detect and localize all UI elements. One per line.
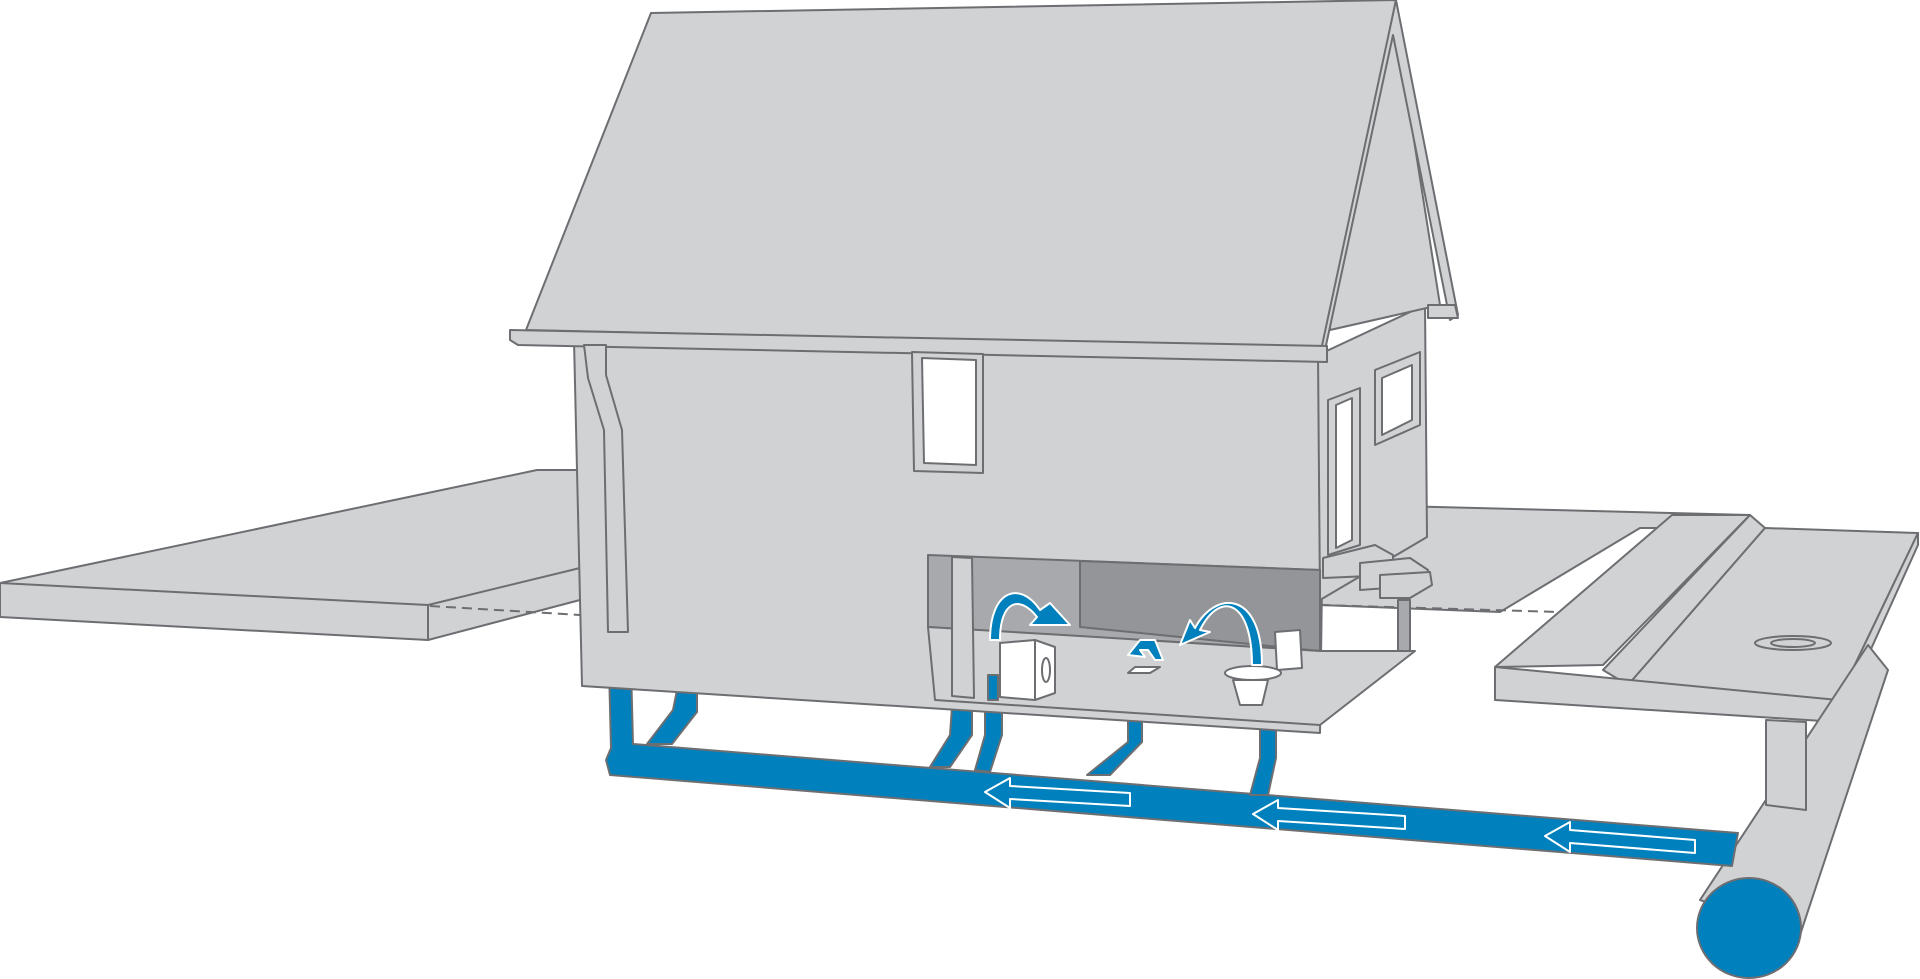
branch-washer <box>929 706 973 768</box>
flow-arrow-2 <box>1252 799 1406 831</box>
downspout <box>583 344 629 633</box>
backflow-arrow-washer <box>989 592 1071 641</box>
basement-vent-stack <box>951 556 975 699</box>
roof <box>525 0 1397 349</box>
street-main-pipe-end <box>1696 877 1802 979</box>
left-property-line <box>429 605 581 616</box>
front-window <box>911 351 984 474</box>
floor-drain <box>1127 666 1161 674</box>
backflow-arrows <box>989 592 1263 666</box>
backflow-arrow-floor-drain <box>1127 639 1164 661</box>
flow-arrow-1 <box>984 777 1131 809</box>
branch-toilet <box>1249 727 1277 796</box>
street-main-pipe <box>1699 644 1889 936</box>
flow-arrow-3 <box>1544 821 1696 854</box>
right-property-line <box>1319 604 1561 613</box>
left-sidewalk <box>0 469 581 641</box>
backflow-arrow-toilet <box>1179 602 1263 666</box>
manhole-cover <box>1754 635 1832 651</box>
branch-washer-2 <box>974 711 1003 773</box>
flow-arrows <box>984 777 1696 854</box>
washing-machine <box>987 639 1056 701</box>
toilet <box>1224 629 1303 706</box>
house <box>509 0 1459 734</box>
branch-left <box>646 689 698 745</box>
side-steps <box>1322 544 1433 599</box>
branch-floor-drain <box>1086 719 1143 776</box>
side-door <box>1327 387 1361 556</box>
side-window <box>1374 351 1421 446</box>
roof-rake-end <box>1427 304 1459 319</box>
